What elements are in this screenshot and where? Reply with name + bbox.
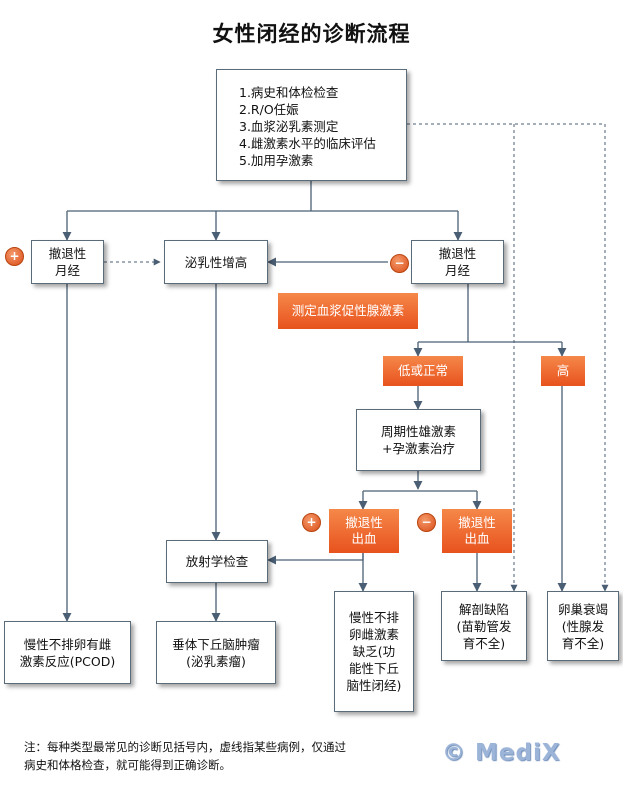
node-line: 能性下丘 bbox=[348, 661, 399, 676]
node-line: 卵雌激素 bbox=[348, 627, 399, 642]
node-line: 撤退性 bbox=[48, 246, 87, 261]
node-line: (性腺发 bbox=[561, 618, 605, 634]
node-line: 周期性雄激素 bbox=[380, 424, 456, 439]
result-pituitary-tumor: 垂体下丘脑肿瘤 (泌乳素瘤) bbox=[156, 621, 276, 684]
node-line: 脑性闭经) bbox=[346, 678, 402, 693]
high-tag: 高 bbox=[541, 356, 585, 386]
node-line: 撤退性 bbox=[438, 246, 477, 261]
plus-sign-bleed: + bbox=[302, 513, 321, 532]
footnote: 注：每种类型最常见的诊断见括号内，虚线指某些病例，仅通过病史和体格检查，就可能得… bbox=[24, 740, 346, 772]
node-line: 撤退性 bbox=[345, 515, 383, 530]
connector-bleedpos-to-radiology bbox=[267, 553, 364, 565]
prolactin-high-box: 泌乳性增高 bbox=[164, 240, 268, 284]
result-ovarian-failure: 卵巢衰竭 (性腺发 育不全) bbox=[547, 591, 619, 661]
result-anatomic-defect: 解剖缺陷 (苗勒管发 育不全) bbox=[441, 591, 527, 661]
withdrawal-bleed-negative-tag: 撤退性 出血 bbox=[442, 509, 512, 553]
node-line: 育不全) bbox=[462, 635, 506, 651]
start-box: 1.病史和体检检查 2.R/O任娠 3.血浆泌乳素测定 4.雌激素水平的临床评估… bbox=[216, 69, 407, 181]
node-line: 育不全) bbox=[561, 635, 605, 651]
node-line: 出血 bbox=[464, 531, 490, 546]
start-line: 1.病史和体检检查 bbox=[239, 85, 339, 100]
node-line: 卵巢衰竭 bbox=[557, 601, 608, 617]
withdrawal-bleed-positive-tag: 撤退性 出血 bbox=[329, 509, 399, 553]
start-line: 5.加用孕激素 bbox=[239, 153, 314, 168]
node-line: (苗勒管发 bbox=[456, 618, 512, 634]
page-title: 女性闭经的诊断流程 bbox=[212, 21, 411, 46]
low-or-normal-tag: 低或正常 bbox=[383, 356, 463, 386]
node-line: 出血 bbox=[351, 531, 377, 546]
withdrawal-menses-right: 撤退性 月经 bbox=[411, 240, 504, 284]
plus-sign: + bbox=[5, 247, 24, 266]
medix-logo: © MediX bbox=[442, 740, 561, 766]
node-line: 月经 bbox=[444, 263, 470, 278]
node-line: 解剖缺陷 bbox=[458, 601, 509, 617]
node-line: (泌乳素瘤) bbox=[186, 653, 246, 669]
result-pcod: 慢性不排卵有雌 激素反应(PCOD) bbox=[4, 621, 131, 684]
cyclic-therapy-box: 周期性雄激素 +孕激素治疗 bbox=[356, 409, 481, 471]
node-line: 激素反应(PCOD) bbox=[19, 653, 116, 669]
start-line: 4.雌激素水平的临床评估 bbox=[239, 136, 376, 151]
result-chronic-anovulation: 慢性不排 卵雌激素 缺乏(功 能性下丘 脑性闭经) bbox=[334, 591, 414, 712]
start-line: 3.血浆泌乳素测定 bbox=[239, 119, 339, 134]
measure-gonadotropin-tag: 测定血浆促性腺激素 bbox=[278, 293, 418, 329]
radiology-box: 放射学检查 bbox=[166, 540, 268, 583]
node-line: 慢性不排卵有雌 bbox=[23, 636, 112, 652]
node-line: 慢性不排 bbox=[348, 610, 399, 625]
minus-sign: − bbox=[390, 254, 409, 273]
start-line: 2.R/O任娠 bbox=[239, 102, 299, 117]
node-line: 撤退性 bbox=[458, 515, 496, 530]
minus-sign-bleed: − bbox=[417, 513, 436, 532]
node-line: +孕激素治疗 bbox=[382, 441, 455, 456]
withdrawal-menses-left: 撤退性 月经 bbox=[31, 240, 104, 284]
node-line: 垂体下丘脑肿瘤 bbox=[172, 636, 260, 652]
node-line: 缺乏(功 bbox=[352, 644, 396, 659]
node-line: 月经 bbox=[54, 263, 80, 278]
